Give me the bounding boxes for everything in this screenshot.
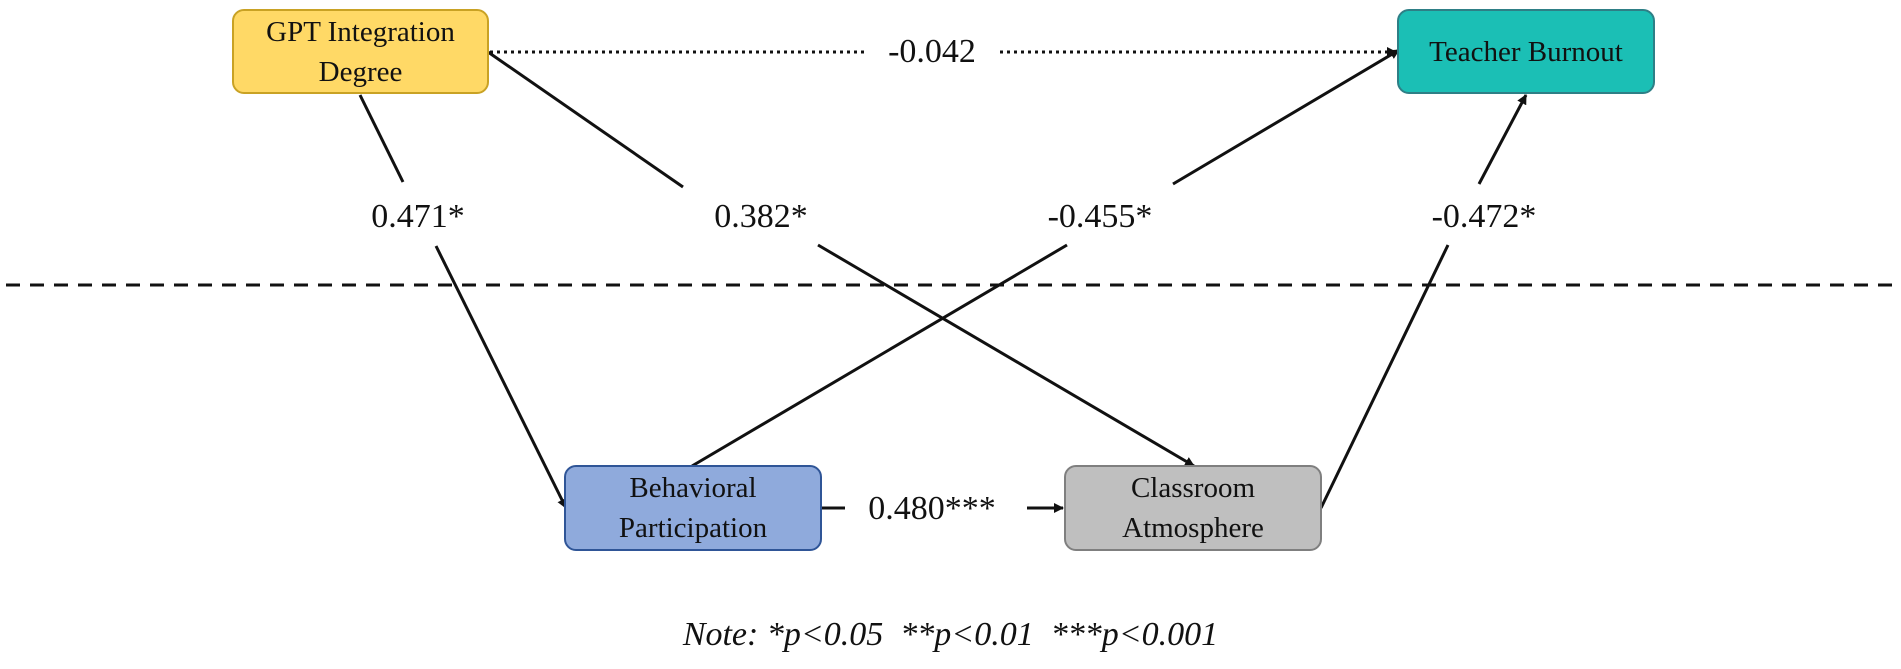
arrow-behavioral-to-burnout-lower: [691, 243, 1068, 468]
arrow-gpt-to-behavioral-lower: [434, 245, 568, 509]
arrow-gpt-to-classroom-upper: [487, 50, 684, 189]
coef-gpt-to-behavioral: 0.471*: [371, 198, 465, 235]
significance-note: Note: *p<0.05 **p<0.01 ***p<0.001: [682, 616, 1219, 653]
node-classroom-atmosphere: Classroom Atmosphere: [1064, 465, 1322, 551]
coef-gpt-to-classroom: 0.382*: [714, 198, 808, 235]
node-teacher-burnout: Teacher Burnout: [1397, 9, 1655, 94]
coef-behavioral-to-burnout: -0.455*: [1047, 198, 1153, 235]
node-behavioral-label: Behavioral Participation: [618, 472, 768, 544]
coef-behavioral-to-classroom: 0.480***: [868, 490, 996, 527]
coef-classroom-to-burnout: -0.472*: [1431, 198, 1537, 235]
arrow-classroom-to-burnout-upper: [1477, 94, 1528, 185]
node-behavioral-participation: Behavioral Participation: [564, 465, 822, 551]
arrow-gpt-to-behavioral-upper: [358, 94, 405, 183]
arrow-behavioral-to-burnout-upper: [1172, 48, 1400, 186]
node-classroom-label: Classroom Atmosphere: [1122, 472, 1264, 544]
arrow-gpt-to-classroom-lower: [817, 243, 1195, 468]
node-burnout-label: Teacher Burnout: [1429, 35, 1623, 68]
node-gpt-integration-degree: GPT Integration Degree: [232, 9, 489, 94]
node-gpt-label: GPT Integration Degree: [266, 15, 455, 88]
arrow-classroom-to-burnout-lower: [1319, 244, 1450, 509]
coef-gpt-to-burnout: -0.042: [888, 33, 976, 70]
